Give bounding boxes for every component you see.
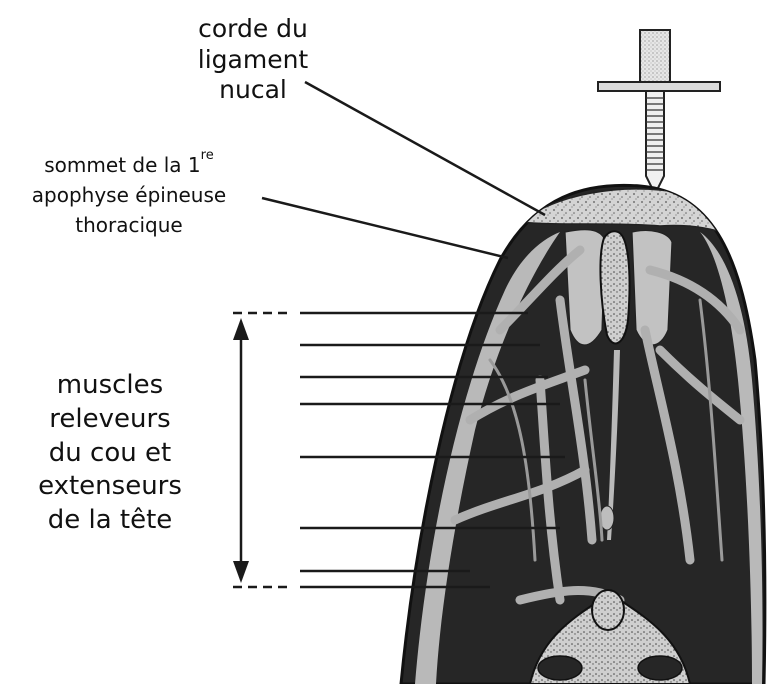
label-line: apophyse épineuse [0,180,258,210]
label-muscles-releveurs: muscles releveurs du cou et extenseurs d… [15,369,205,538]
spinous-process [600,231,629,343]
needle-instrument-icon [598,30,720,194]
leader-corde [305,82,545,215]
label-line: releveurs [15,403,205,437]
arrow-up-icon [233,318,249,340]
label-line: du cou et [15,437,205,471]
label-line: extenseurs [15,470,205,504]
label-line: corde du [178,14,328,45]
label-sommet-apophyse: sommet de la 1re apophyse épineuse thora… [0,150,258,240]
label-line: thoracique [0,210,258,240]
label-text: sommet de la 1 [44,153,200,177]
label-line: sommet de la 1re [0,150,258,180]
arrow-down-icon [233,561,249,583]
label-corde-ligament-nucal: corde du ligament nucal [178,14,328,106]
range-bracket [233,313,290,587]
label-line: de la tête [15,504,205,538]
label-line: nucal [178,75,328,106]
neck-cross-section [401,185,765,684]
label-superscript: re [201,148,214,163]
leader-sommet [262,198,508,258]
label-line: ligament [178,45,328,76]
label-line: muscles [15,369,205,403]
